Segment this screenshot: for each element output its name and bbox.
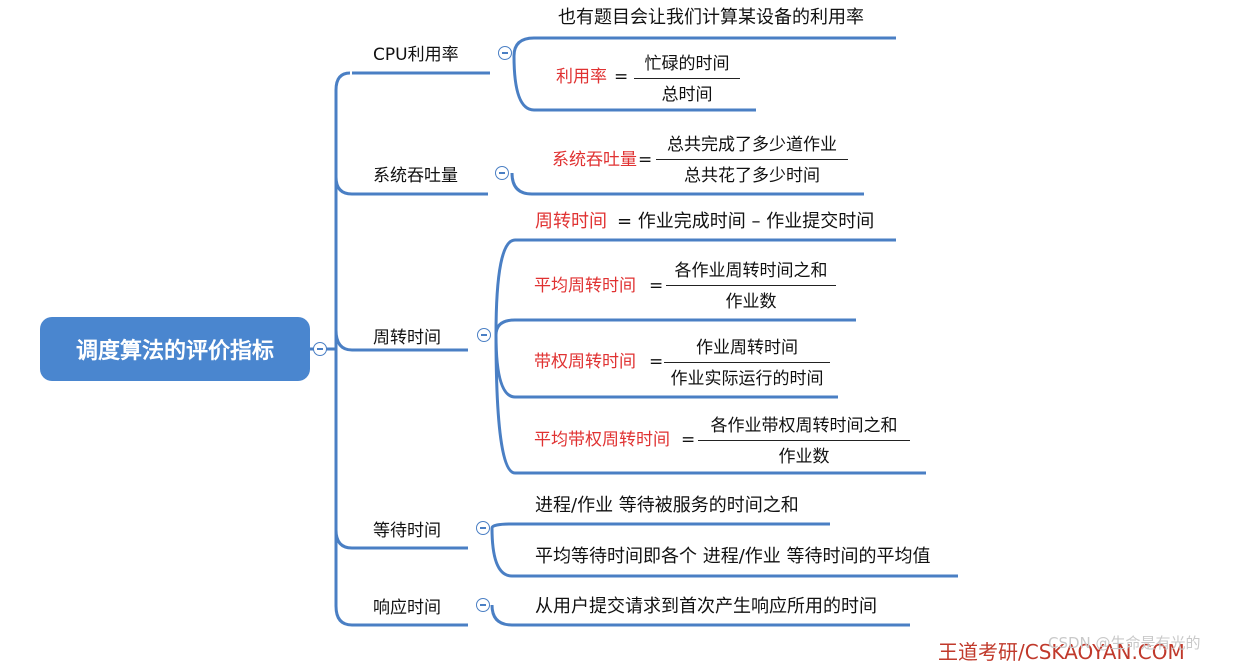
avg-turnaround-eq: = (649, 276, 664, 296)
cpu-formula-eq: = (614, 67, 629, 87)
brand-watermark: 王道考研/CSKAOYAN.COM (938, 640, 1185, 664)
weighted-turnaround-denominator: 作业实际运行的时间 (670, 369, 824, 389)
throughput-denominator: 总共花了多少时间 (684, 166, 820, 186)
cpu-note: 也有题目会让我们计算某设备的利用率 (558, 7, 864, 28)
branch-response-label: 响应时间 (373, 598, 441, 618)
waiting-item-2: 平均等待时间即各个 进程/作业 等待时间的平均值 (535, 546, 931, 567)
avg-turnaround-fraction: 各作业周转时间之和 作业数 (666, 260, 836, 313)
branch-throughput-label: 系统吞吐量 (373, 166, 458, 186)
avg-turnaround-denominator: 作业数 (725, 292, 777, 312)
collapse-icon[interactable] (495, 166, 509, 180)
avg-weighted-turnaround-numerator: 各作业带权周转时间之和 (698, 415, 910, 441)
branch-turnaround-label: 周转时间 (373, 328, 441, 348)
collapse-icon[interactable] (476, 521, 490, 535)
avg-turnaround-lhs: 平均周转时间 (534, 276, 636, 296)
weighted-turnaround-eq: = (649, 352, 664, 372)
csdn-watermark: CSDN @生命是有光的 (1048, 634, 1201, 652)
collapse-icon[interactable] (313, 342, 327, 356)
throughput-fraction: 总共完成了多少道作业 总共花了多少时间 (656, 134, 848, 187)
waiting-item-1: 进程/作业 等待被服务的时间之和 (535, 495, 799, 516)
throughput-formula-eq: = (638, 150, 653, 170)
cpu-denominator: 总时间 (661, 85, 713, 105)
throughput-formula-lhs: 系统吞吐量 (552, 150, 637, 170)
weighted-turnaround-fraction: 作业周转时间 作业实际运行的时间 (664, 337, 830, 390)
cpu-numerator: 忙碌的时间 (634, 53, 740, 79)
collapse-icon[interactable] (498, 46, 512, 60)
avg-weighted-turnaround-eq: = (681, 430, 696, 450)
root-node[interactable]: 调度算法的评价指标 (40, 317, 310, 381)
turnaround-def-lhs: 周转时间 (535, 211, 607, 232)
weighted-turnaround-lhs: 带权周转时间 (534, 352, 636, 372)
avg-turnaround-numerator: 各作业周转时间之和 (666, 260, 836, 286)
root-label: 调度算法的评价指标 (75, 339, 274, 364)
response-item-1: 从用户提交请求到首次产生响应所用的时间 (535, 596, 877, 617)
branch-cpu-label: CPU利用率 (373, 45, 459, 65)
collapse-icon[interactable] (476, 598, 490, 612)
avg-weighted-turnaround-denominator: 作业数 (778, 447, 830, 467)
collapse-icon[interactable] (477, 328, 491, 342)
cpu-fraction: 忙碌的时间 总时间 (634, 53, 740, 106)
throughput-numerator: 总共完成了多少道作业 (656, 134, 848, 160)
turnaround-def-rhs: = 作业完成时间 – 作业提交时间 (617, 211, 875, 232)
branch-waiting-label: 等待时间 (373, 521, 441, 541)
weighted-turnaround-numerator: 作业周转时间 (664, 337, 830, 363)
avg-weighted-turnaround-lhs: 平均带权周转时间 (534, 430, 670, 450)
cpu-formula-lhs: 利用率 (556, 67, 607, 87)
avg-weighted-turnaround-fraction: 各作业带权周转时间之和 作业数 (698, 415, 910, 468)
